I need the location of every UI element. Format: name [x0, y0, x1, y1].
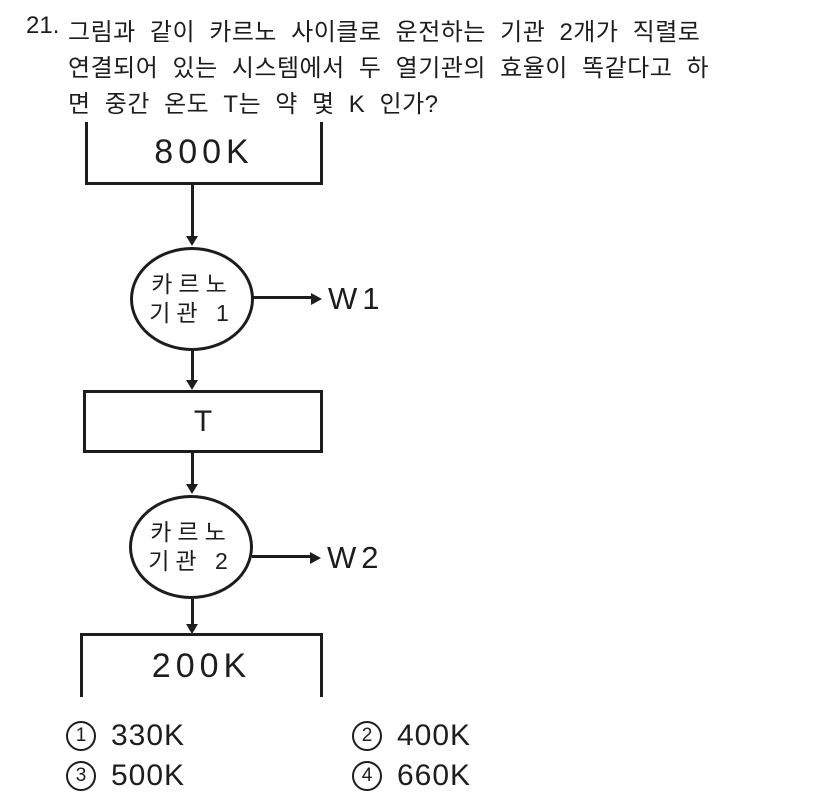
choice-2-number-circle: 2: [352, 721, 382, 751]
choice-3-number-circle: 3: [66, 761, 96, 791]
arrow-down-icon-3: [186, 484, 198, 494]
choice-4-number-circle: 4: [352, 761, 382, 791]
arrow-down-icon-2: [186, 380, 198, 390]
cold-reservoir-label: 200K: [151, 647, 252, 685]
heat-flow-line-1: [191, 184, 194, 237]
mid-reservoir-box: T: [83, 390, 323, 453]
choice-3: 3 500K: [66, 759, 185, 792]
engine-1-label-line-2: 기관 1: [149, 300, 235, 326]
engine-1-label-line-1: 카르노: [151, 271, 233, 298]
carnot-engine-1-circle: 카르노 기관 1: [130, 247, 254, 351]
engine-2-label-line-1: 카르노: [150, 519, 232, 546]
work-2-label: W2: [327, 540, 384, 575]
heat-flow-line-3: [191, 453, 194, 485]
arrow-down-icon-1: [186, 236, 198, 246]
choice-3-label: 500K: [111, 759, 186, 792]
question-line-1: 그림과 같이 카르노 사이클로 운전하는 기관 2개가 직렬로: [68, 19, 701, 46]
choice-4: 4 660K: [352, 759, 471, 792]
carnot-engine-2-circle: 카르노 기관 2: [129, 495, 253, 599]
choice-1-label: 330K: [111, 719, 186, 752]
heat-flow-line-2: [191, 349, 194, 382]
arrow-right-icon-2: [310, 552, 321, 564]
mid-reservoir-label: T: [193, 404, 213, 438]
choice-1: 1 330K: [66, 719, 185, 753]
cold-reservoir-box: 200K: [80, 633, 323, 697]
hot-reservoir-box: 800K: [85, 122, 323, 185]
question-number: 21.: [26, 12, 60, 39]
question-line-2: 연결되어 있는 시스템에서 두 열기관의 효율이 똑같다고 하: [68, 55, 710, 82]
choice-2: 2 400K: [352, 719, 471, 753]
question-line-3: 면 중간 온도 T는 약 몇 K 인가?: [68, 91, 439, 118]
choice-2-label: 400K: [397, 719, 472, 752]
work-2-line: [252, 555, 312, 558]
hot-reservoir-label: 800K: [154, 132, 254, 171]
work-1-line: [253, 296, 313, 299]
work-1-label: W1: [328, 281, 385, 316]
choice-1-number-circle: 1: [66, 721, 96, 751]
arrow-down-icon-4: [186, 624, 198, 634]
choice-4-label: 660K: [397, 759, 472, 792]
engine-2-label-line-2: 기관 2: [148, 548, 234, 574]
heat-flow-line-4: [191, 599, 194, 625]
arrow-right-icon-1: [311, 293, 322, 305]
